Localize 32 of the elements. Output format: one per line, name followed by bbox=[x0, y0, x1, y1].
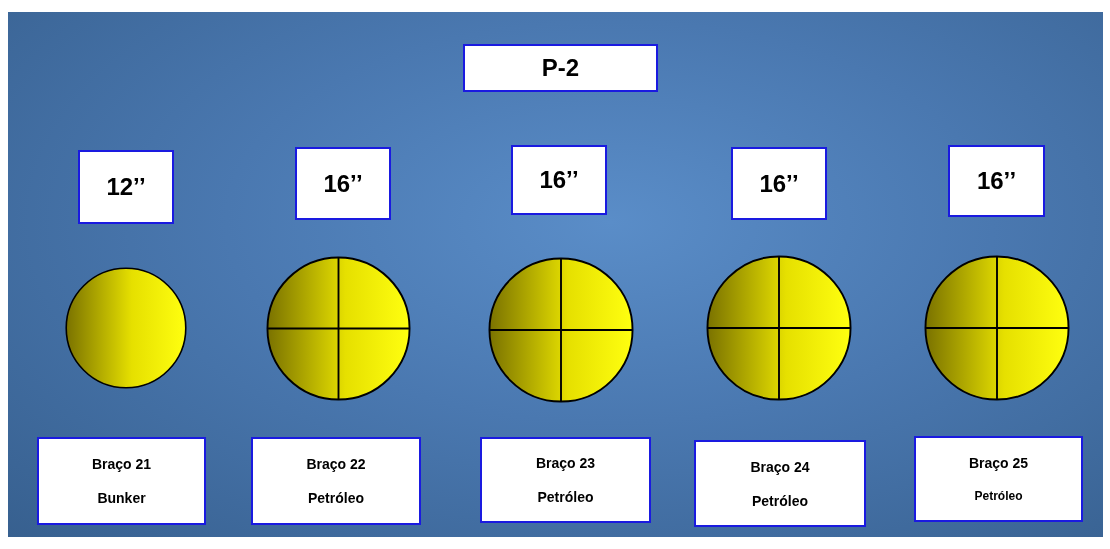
size-card bbox=[948, 145, 1045, 217]
size-card bbox=[511, 145, 607, 215]
arm-label: Braço 22 bbox=[306, 456, 366, 472]
arm-label: Braço 24 bbox=[750, 458, 810, 475]
diameter-label: 16’’ bbox=[976, 167, 1017, 195]
arm-card bbox=[694, 440, 866, 527]
size-card bbox=[731, 147, 827, 220]
size-card bbox=[78, 150, 174, 224]
product-label: Petróleo bbox=[537, 489, 594, 505]
quartered-circle-icon bbox=[706, 255, 852, 401]
circle-icon bbox=[65, 267, 187, 389]
diameter-label: 16’’ bbox=[539, 166, 579, 194]
diameter-label: 16’’ bbox=[323, 169, 363, 198]
arm-label: Braço 21 bbox=[91, 456, 152, 472]
title-card bbox=[463, 44, 658, 92]
arm-card bbox=[37, 437, 206, 525]
arm-label: Braço 23 bbox=[535, 455, 596, 471]
product-label: Petróleo bbox=[752, 492, 808, 509]
arm-card bbox=[480, 437, 651, 523]
arm-card bbox=[251, 437, 421, 525]
title-label: P-2 bbox=[541, 54, 580, 82]
quartered-circle-icon bbox=[488, 257, 634, 403]
size-card bbox=[295, 147, 391, 220]
diameter-label: 12’’ bbox=[106, 173, 146, 201]
product-label: Bunker bbox=[97, 490, 146, 506]
arm-card bbox=[914, 436, 1083, 522]
arm-label: Braço 25 bbox=[968, 455, 1029, 471]
product-label: Petróleo bbox=[974, 489, 1023, 503]
quartered-circle-icon bbox=[924, 255, 1070, 401]
quartered-circle-icon bbox=[266, 256, 411, 401]
product-label: Petróleo bbox=[308, 490, 364, 506]
diameter-label: 16’’ bbox=[759, 169, 799, 198]
